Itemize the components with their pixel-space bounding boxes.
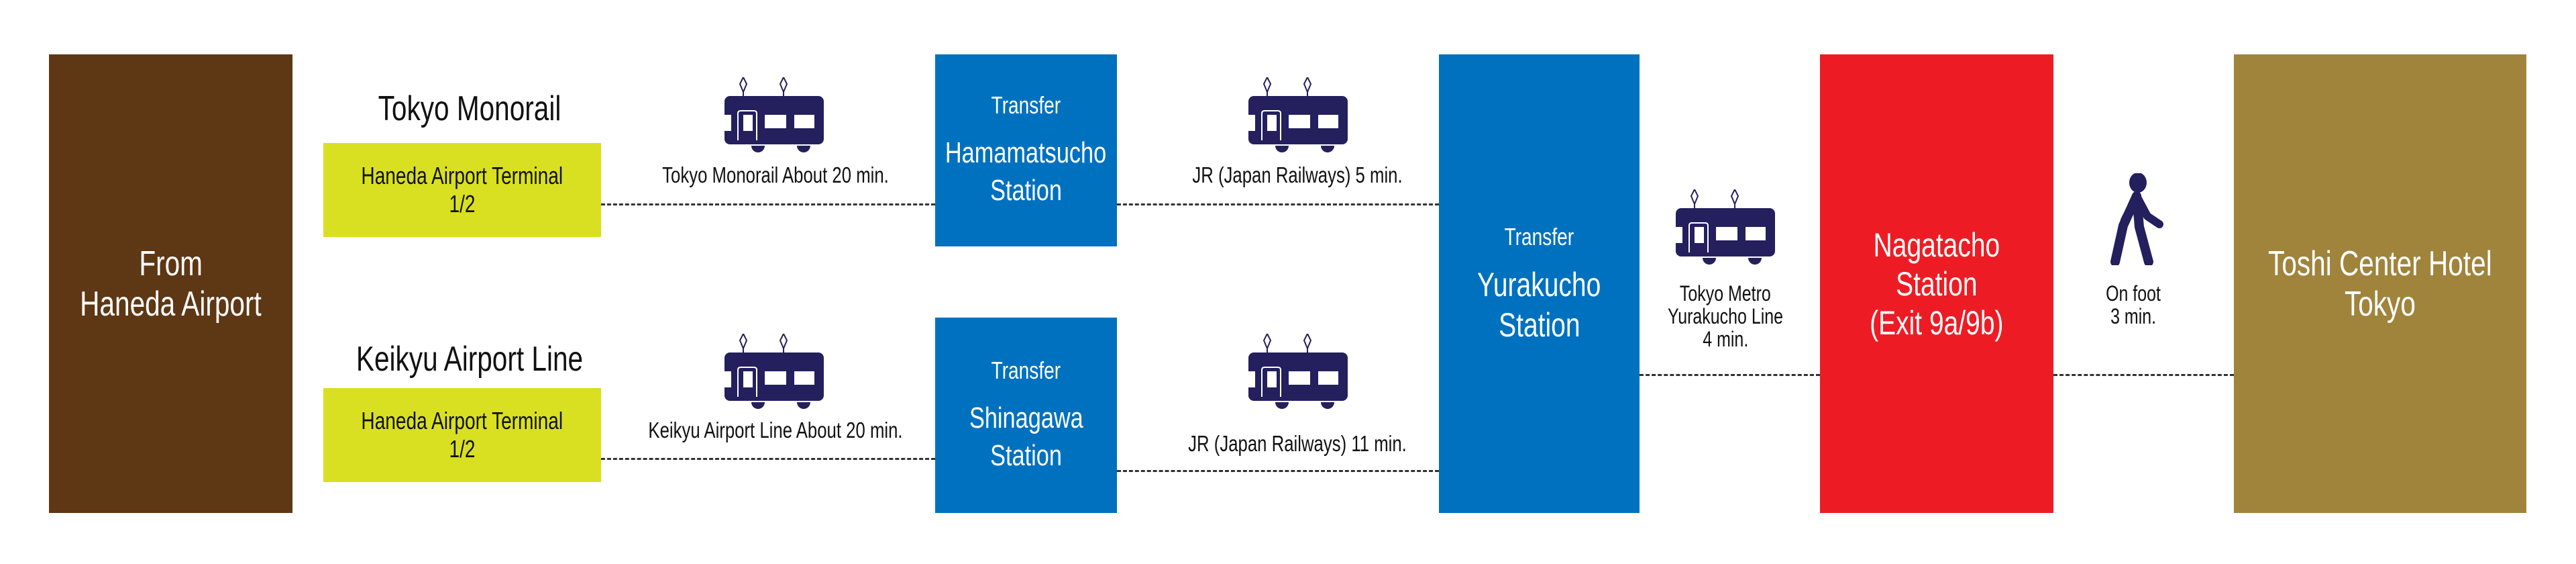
route-line bbox=[2053, 374, 2234, 376]
leg-monorail: Tokyo Monorail About 20 min. bbox=[662, 162, 889, 187]
leg-keikyu: Keikyu Airport Line About 20 min. bbox=[648, 418, 903, 442]
terminal-box-monorail: Haneda Airport Terminal 1/2 bbox=[323, 143, 601, 237]
destination-box: Toshi Center Hotel Tokyo bbox=[2234, 54, 2526, 513]
train-icon bbox=[724, 334, 824, 413]
leg-walk: On foot 3 min. bbox=[2106, 281, 2161, 328]
route-line bbox=[601, 458, 935, 460]
leg-metro: Tokyo Metro Yurakucho Line 4 min. bbox=[1667, 281, 1784, 351]
train-icon bbox=[724, 77, 824, 156]
route-title-tokyo-monorail: Tokyo Monorail bbox=[378, 89, 561, 128]
origin-label-line2: Haneda Airport bbox=[80, 284, 262, 324]
origin-box: From Haneda Airport bbox=[49, 54, 292, 513]
terminal-box-keikyu: Haneda Airport Terminal 1/2 bbox=[323, 388, 601, 482]
walking-person-icon bbox=[2110, 173, 2166, 265]
station-box-nagatacho: Nagatacho Station (Exit 9a/9b) bbox=[1820, 54, 2053, 513]
transfer-box-hamamatsucho: Transfer Hamamatsucho Station bbox=[935, 54, 1117, 246]
transfer-box-shinagawa: Transfer Shinagawa Station bbox=[935, 318, 1117, 513]
route-line bbox=[1117, 470, 1439, 472]
train-icon bbox=[1248, 334, 1348, 413]
leg-jr-11: JR (Japan Railways) 11 min. bbox=[1188, 431, 1407, 456]
leg-jr-5: JR (Japan Railways) 5 min. bbox=[1192, 162, 1403, 187]
train-icon bbox=[1248, 77, 1348, 156]
origin-label-line1: From bbox=[139, 244, 203, 283]
route-line bbox=[1117, 203, 1439, 205]
route-title-keikyu: Keikyu Airport Line bbox=[356, 340, 584, 379]
transfer-box-yurakucho: Transfer Yurakucho Station bbox=[1439, 54, 1640, 513]
route-line bbox=[601, 203, 935, 205]
train-icon bbox=[1676, 189, 1775, 269]
route-line bbox=[1640, 374, 1820, 376]
